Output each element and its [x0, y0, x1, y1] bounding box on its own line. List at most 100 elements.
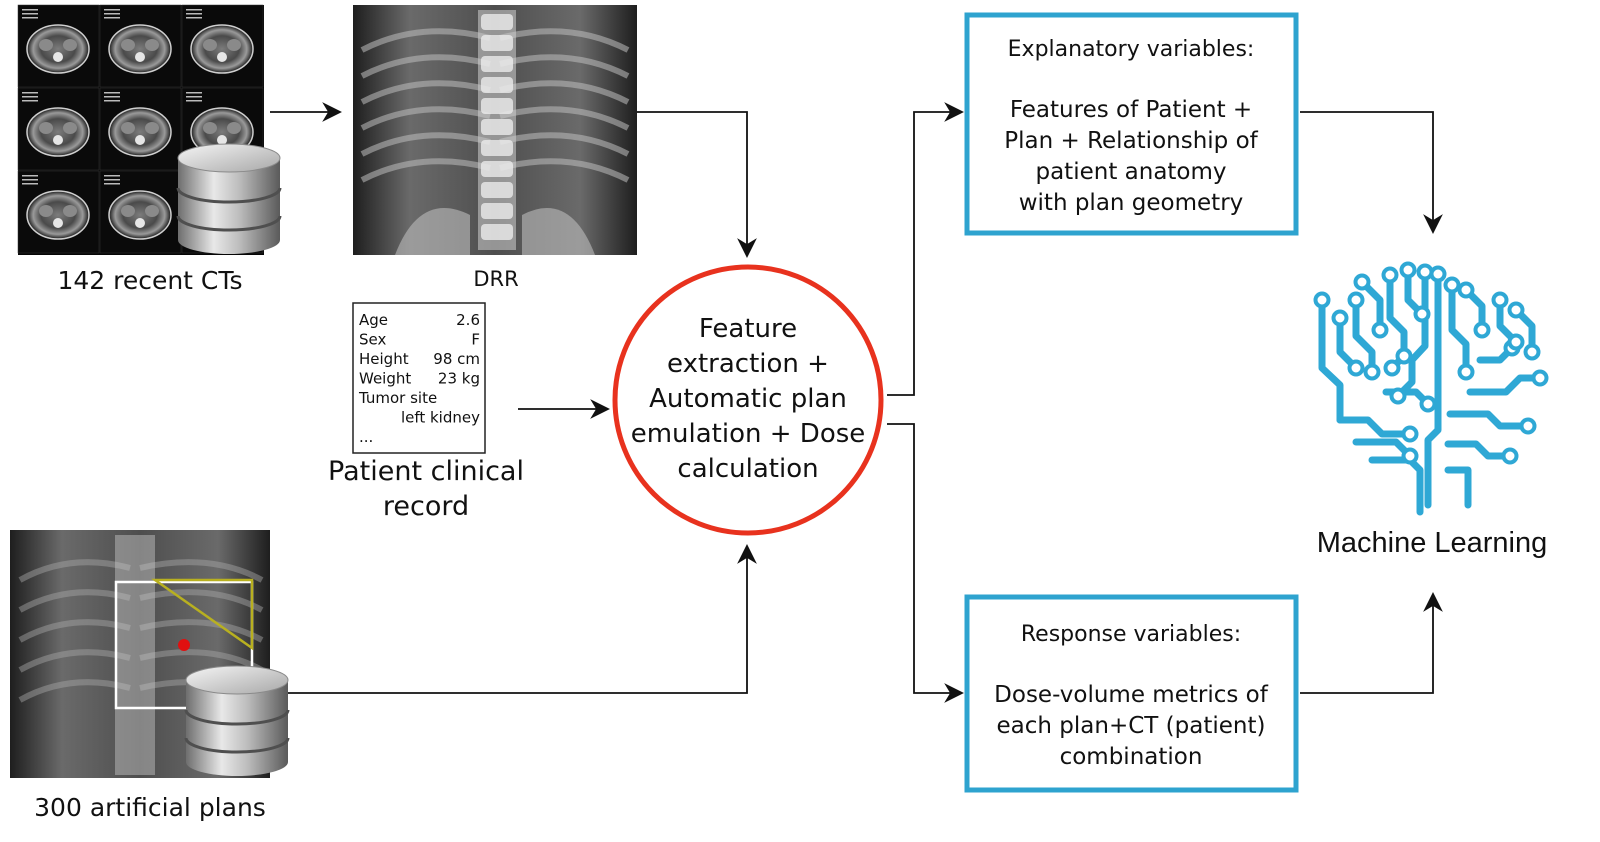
- response-text-line: Dose-volume metrics of: [994, 682, 1269, 708]
- brain-circuit-trace: [1444, 466, 1472, 509]
- drr-image: [353, 5, 637, 255]
- brain-circuit-trace: [1444, 440, 1514, 460]
- brain-node: [1491, 291, 1509, 309]
- brain-node: [1371, 321, 1389, 339]
- brain-node: [1389, 387, 1407, 405]
- response-text-line: each plan+CT (patient): [997, 713, 1266, 739]
- brain-node: [1383, 359, 1401, 377]
- explanatory-text-line: Plan + Relationship of: [1004, 128, 1258, 154]
- brain-node: [1313, 291, 1331, 309]
- rib-shape: [360, 106, 491, 131]
- process-text-line: emulation + Dose: [631, 419, 866, 449]
- record-value: 98 cm: [433, 350, 480, 368]
- brain-node: [1519, 417, 1537, 435]
- brain-node: [1429, 265, 1447, 283]
- record-key: Sex: [359, 331, 386, 349]
- arrow-process-to-explanatory: [887, 102, 964, 396]
- arrow-response-to-ml: [1300, 592, 1443, 694]
- brain-node: [1531, 369, 1549, 387]
- ct-label: 142 recent CTs: [57, 266, 242, 295]
- vertebra-shape: [481, 224, 513, 240]
- brain-circuit-trace: [1424, 270, 1442, 509]
- ct-slice: [99, 87, 182, 171]
- ct-slice: [17, 87, 100, 171]
- vertebra-shape: [481, 140, 513, 156]
- vertebra-shape: [481, 119, 513, 135]
- drr-label: DRR: [473, 267, 518, 291]
- rib-shape: [360, 158, 491, 183]
- record-value: F: [471, 331, 480, 349]
- vertebra-shape: [481, 14, 513, 30]
- brain-node: [1523, 343, 1541, 361]
- brain-node: [1353, 273, 1371, 291]
- brain-node: [1401, 447, 1419, 465]
- arrow-drr-to-process: [637, 111, 757, 258]
- ct-slice: [99, 4, 182, 88]
- record-ellipsis: ...: [359, 428, 373, 446]
- brain-node: [1416, 263, 1434, 281]
- explanatory-text-line: with plan geometry: [1019, 190, 1244, 216]
- brain-circuit-trace: [1368, 456, 1424, 516]
- brain-node: [1501, 447, 1519, 465]
- record-value: 2.6: [456, 311, 480, 329]
- process-text-line: calculation: [677, 454, 818, 484]
- machine-learning-brain-icon: [1313, 261, 1549, 516]
- brain-node: [1363, 363, 1381, 381]
- brain-circuit-trace: [1318, 296, 1344, 424]
- rib-shape: [360, 28, 491, 53]
- brain-node: [1401, 425, 1419, 443]
- vertebra-shape: [481, 56, 513, 72]
- record-title-line1: Patient clinical: [328, 456, 524, 487]
- vertebra-shape: [481, 161, 513, 177]
- rib-shape: [360, 132, 491, 157]
- record-key: Height: [359, 350, 409, 368]
- response-text-line: combination: [1060, 744, 1203, 770]
- process-node: Feature extraction + Automatic plan emulati…: [612, 264, 884, 536]
- vertebra-shape: [481, 77, 513, 93]
- rib-shape: [360, 80, 491, 105]
- record-tumor-site-value: left kidney: [401, 409, 480, 427]
- machine-learning-label: Machine Learning: [1317, 527, 1548, 559]
- vertebra-shape: [481, 35, 513, 51]
- process-text-line: Feature: [699, 314, 797, 344]
- brain-node: [1507, 333, 1525, 351]
- record-value: 23 kg: [438, 370, 480, 388]
- brain-node: [1347, 291, 1365, 309]
- plans-label: 300 artificial plans: [34, 793, 266, 822]
- plans-database-icon: [184, 665, 290, 776]
- brain-node: [1457, 281, 1475, 299]
- vertebra-shape: [481, 203, 513, 219]
- ct-slice: [17, 4, 100, 88]
- brain-node: [1395, 347, 1413, 365]
- arrow-process-to-response: [887, 423, 964, 703]
- plan-field-wedge: [151, 578, 254, 651]
- brain-node: [1507, 301, 1525, 319]
- brain-node: [1381, 266, 1399, 284]
- record-title-line2: record: [383, 491, 469, 522]
- ct-slice: [17, 170, 100, 254]
- explanatory-text-line: Features of Patient +: [1010, 97, 1252, 123]
- brain-circuit-trace: [1466, 374, 1544, 396]
- record-key: Weight: [359, 370, 411, 388]
- explanatory-variables-box: Explanatory variables: Features of Patie…: [964, 12, 1299, 236]
- brain-node: [1419, 395, 1437, 413]
- ct-images: [17, 4, 264, 255]
- brain-node: [1473, 321, 1491, 339]
- explanatory-text-line: patient anatomy: [1035, 159, 1226, 185]
- process-text-line: extraction +: [667, 349, 829, 379]
- response-variables-box: Response variables: Dose-volume metrics …: [964, 594, 1299, 793]
- process-text-line: Automatic plan: [649, 384, 847, 414]
- rib-shape: [360, 54, 491, 79]
- vertebra-shape: [481, 182, 513, 198]
- brain-node: [1443, 276, 1461, 294]
- vertebra-shape: [481, 98, 513, 114]
- brain-node: [1331, 309, 1349, 327]
- explanatory-title: Explanatory variables:: [1008, 37, 1255, 62]
- arrow-explanatory-to-ml: [1300, 111, 1443, 234]
- record-key: Age: [359, 311, 388, 329]
- brain-circuit-trace: [1448, 281, 1470, 376]
- ct-database-icon: [176, 143, 282, 254]
- brain-node: [1457, 363, 1475, 381]
